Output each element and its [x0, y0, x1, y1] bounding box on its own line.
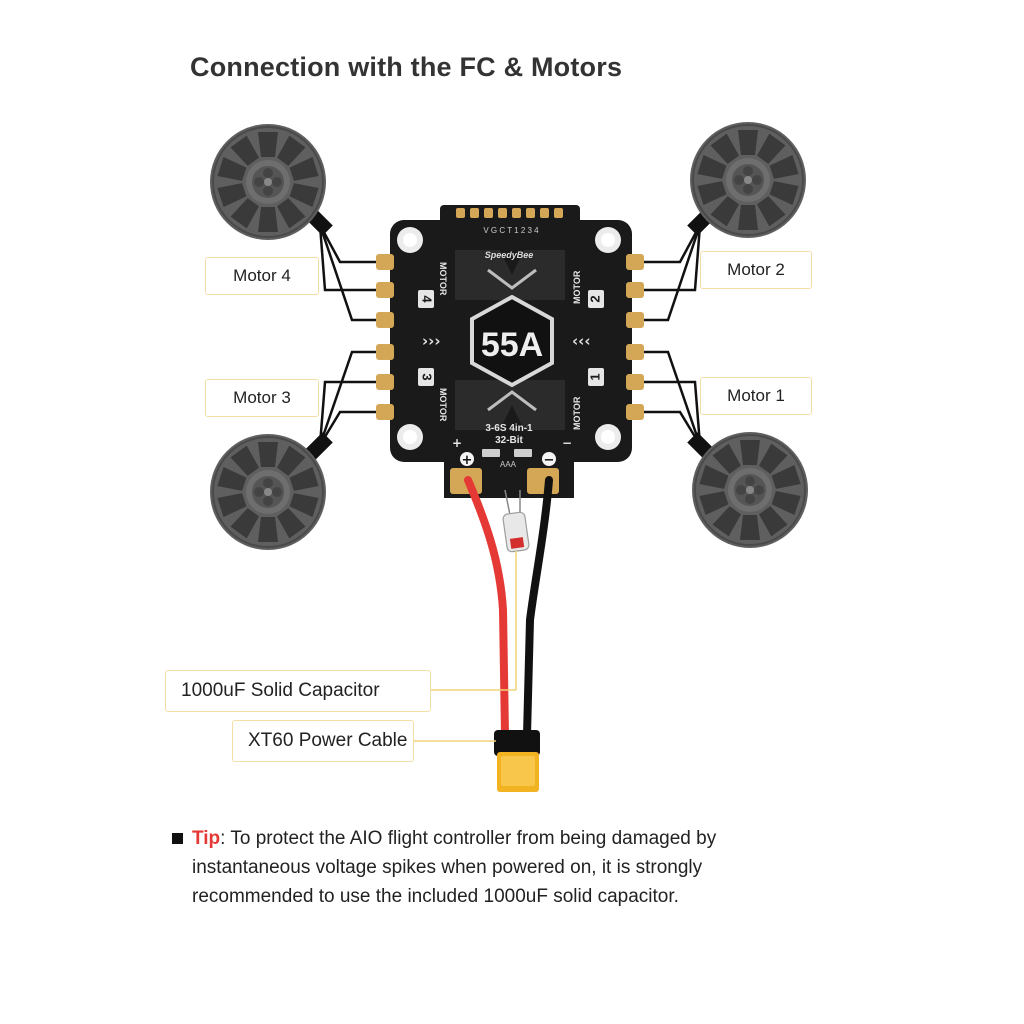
- page-title: Connection with the FC & Motors: [190, 52, 623, 82]
- negative-power-pad: [527, 468, 559, 494]
- motor4-label: Motor 4: [205, 257, 319, 295]
- bottom-marking: AAA: [500, 460, 517, 469]
- tip-note: Tip: To protect the AIO flight controlle…: [172, 824, 812, 911]
- motor-word-1: MOTOR: [572, 396, 582, 430]
- motor3-wires: [305, 350, 384, 460]
- red-power-wire: [464, 476, 509, 739]
- motor-number-2: 2: [587, 295, 602, 302]
- motor-pads: [376, 254, 644, 420]
- pin-labels: V G C T 1 2 3 4: [483, 226, 539, 235]
- esc-board: V G C T 1 2 3 4: [376, 205, 644, 498]
- board-graphics: [455, 250, 565, 430]
- board-minus-mark: −: [562, 436, 572, 450]
- motor-number-1: 1: [587, 373, 602, 380]
- left-arrows: ›››: [422, 332, 441, 350]
- motor2-label: Motor 2: [700, 251, 812, 289]
- spec-line-2: 32-Bit: [495, 435, 523, 446]
- rating-hexagon: [470, 294, 554, 388]
- motor3-label: Motor 3: [205, 379, 319, 417]
- motor1-label: Motor 1: [700, 377, 812, 415]
- motor3-image: [209, 433, 327, 551]
- tip-label: Tip: [192, 828, 221, 849]
- motor-number-3: 3: [420, 373, 435, 380]
- plus-pad-symbol: +: [462, 453, 473, 468]
- motor-number-4: 4: [420, 295, 435, 303]
- motor4-image: [209, 123, 327, 241]
- mounting-holes: [397, 227, 621, 450]
- minus-pad-symbol: −: [544, 453, 555, 468]
- motor1-image: [691, 431, 809, 549]
- right-arrows: ‹‹‹: [572, 332, 591, 350]
- board-chevrons: [487, 268, 537, 412]
- rating-text: 55A: [481, 326, 543, 364]
- black-power-wire: [523, 476, 553, 739]
- spec-line-1: 3-6S 4in-1: [485, 423, 533, 434]
- motor-word-4: MOTOR: [438, 262, 448, 296]
- motor-word-2: MOTOR: [572, 270, 582, 304]
- capacitor-image: [502, 489, 530, 690]
- tip-text: : To protect the AIO flight controller f…: [192, 828, 717, 907]
- board-plus-mark: +: [452, 436, 462, 450]
- power-cable-label: XT60 Power Cable: [232, 720, 414, 762]
- motor2-image: [689, 121, 807, 239]
- brand-logo: SpeedyBee: [485, 250, 534, 260]
- motor-word-3: MOTOR: [438, 388, 448, 422]
- capacitor-label: 1000uF Solid Capacitor: [165, 670, 431, 712]
- callout-leaders: [413, 689, 516, 742]
- xt60-connector-image: [494, 730, 540, 792]
- bullet-marker: [172, 833, 183, 844]
